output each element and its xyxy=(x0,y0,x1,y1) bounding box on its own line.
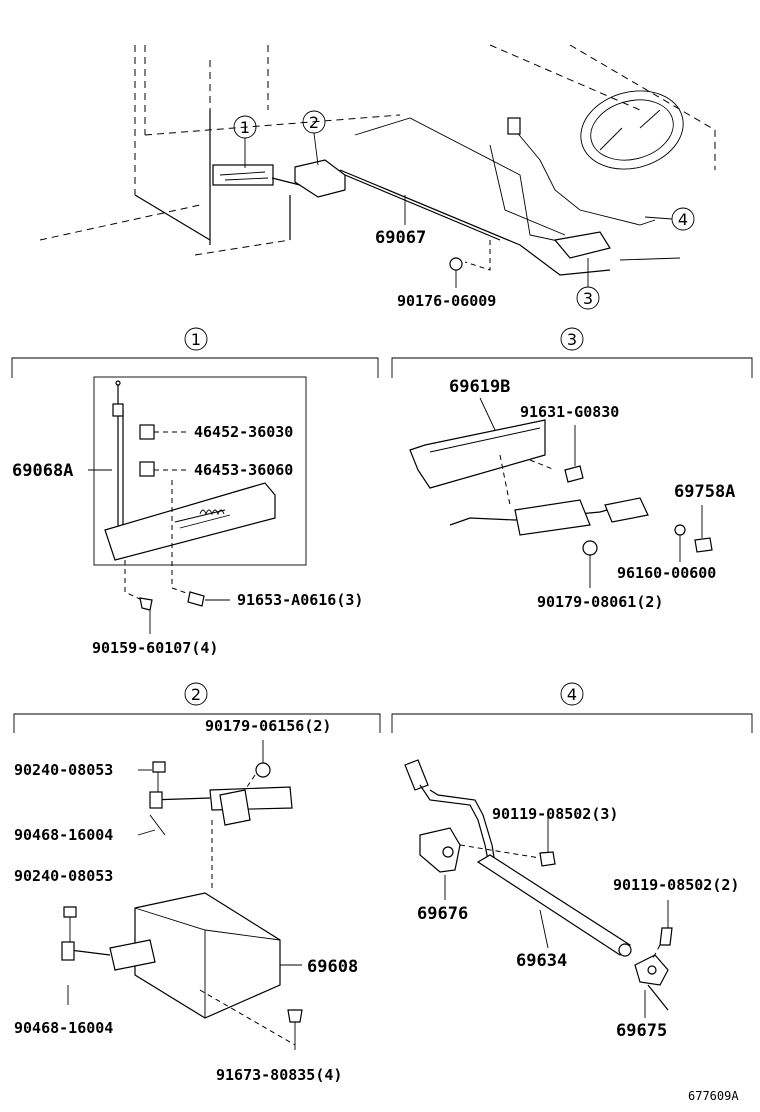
label-90119-08502-b: 90119-08502(2) xyxy=(613,876,739,894)
section-4-marker: 4 xyxy=(567,685,577,704)
label-90240-08053-top: 90240-08053 xyxy=(14,761,113,779)
callout-2: 2 xyxy=(302,110,326,166)
diagram-ref-code: 677609A xyxy=(688,1089,739,1103)
overview-illustration xyxy=(39,44,716,276)
callout-3: 3 xyxy=(576,258,600,310)
label-90179-08061: 90179-08061(2) xyxy=(537,593,663,611)
section-2-marker: 2 xyxy=(191,685,201,704)
section-3-marker: 3 xyxy=(567,330,577,349)
svg-text:2: 2 xyxy=(309,113,319,132)
label-91631-G0830: 91631-G0830 xyxy=(520,403,619,421)
label-91673-80835: 91673-80835(4) xyxy=(216,1066,342,1084)
callout-4: 4 xyxy=(644,207,695,231)
section-3: 3 xyxy=(391,327,753,588)
label-69068A: 69068A xyxy=(12,461,73,481)
label-90240-08053-bottom: 90240-08053 xyxy=(14,867,113,885)
label-90159-60107: 90159-60107(4) xyxy=(92,639,218,657)
label-90119-08502-a: 90119-08502(3) xyxy=(492,805,618,823)
svg-text:1: 1 xyxy=(240,118,250,137)
label-69758A: 69758A xyxy=(674,482,735,502)
label-46453-36060: 46453-36060 xyxy=(194,461,293,479)
label-69619B: 69619B xyxy=(449,377,510,397)
label-96160-00600: 96160-00600 xyxy=(617,564,716,582)
label-69608: 69608 xyxy=(307,957,358,977)
label-90179-06156: 90179-06156(2) xyxy=(205,717,331,735)
callout-1: 1 xyxy=(233,115,257,168)
label-91653-A0616: 91653-A0616(3) xyxy=(237,591,363,609)
label-90468-16004-top: 90468-16004 xyxy=(14,826,113,844)
label-69675: 69675 xyxy=(616,1021,667,1041)
svg-text:3: 3 xyxy=(583,289,593,308)
label-46452-36030: 46452-36030 xyxy=(194,423,293,441)
section-2: 2 xyxy=(13,682,381,1050)
svg-text:4: 4 xyxy=(678,210,688,229)
label-69634: 69634 xyxy=(516,951,567,971)
label-90468-16004-bottom: 90468-16004 xyxy=(14,1019,113,1037)
section-4: 4 xyxy=(391,682,753,1011)
label-69676: 69676 xyxy=(417,904,468,924)
label-90176-06009: 90176-06009 xyxy=(397,292,496,310)
label-69067: 69067 xyxy=(375,228,426,248)
section-1-marker: 1 xyxy=(191,330,201,349)
section-1: 1 xyxy=(11,327,379,634)
